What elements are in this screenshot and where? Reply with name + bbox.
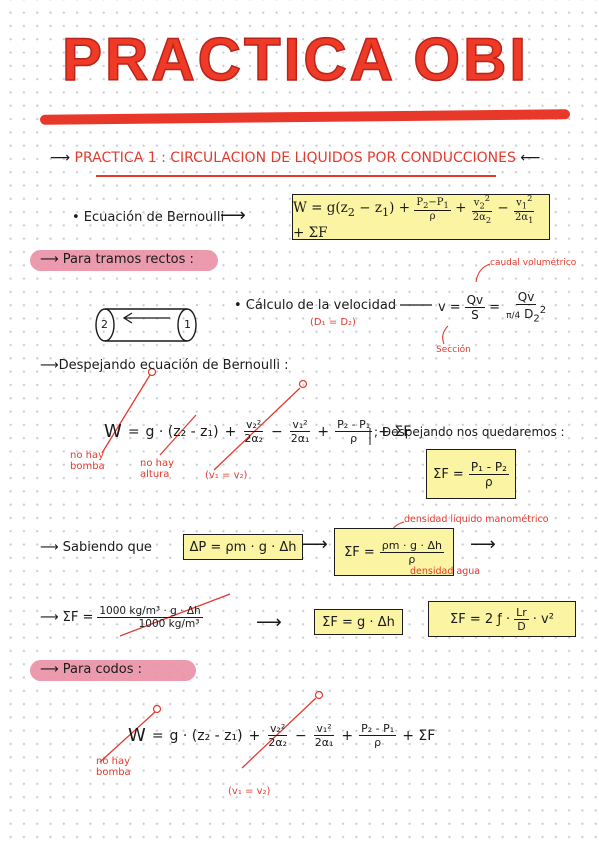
result-box-3: ΣF = g · Δh bbox=[314, 609, 403, 635]
caudal-note: caudal volumétrico bbox=[490, 258, 577, 268]
arrow-right-icon: ⟶ bbox=[256, 612, 282, 633]
arrow-right-icon: ⟶ bbox=[220, 205, 246, 226]
section-highlight bbox=[30, 660, 196, 681]
sabiendo-label: ⟶ Sabiendo que bbox=[40, 540, 152, 555]
despejando-nos: ; Despejando nos quedaremos : bbox=[374, 425, 565, 439]
no-bomba-note: no hay bomba bbox=[70, 450, 105, 472]
no-bomba-note: no hay bomba bbox=[96, 756, 131, 778]
velocity-condition: (D₁ = D₂) bbox=[310, 317, 356, 328]
delta-p-box: ΔP = ρm · g · Δh bbox=[183, 534, 303, 560]
bernoulli-label: • Ecuación de Bernoulli bbox=[72, 210, 225, 225]
velocity-label: • Cálculo de la velocidad bbox=[234, 298, 397, 313]
despejando-heading: ⟶Despejando ecuación de Bernoulli : bbox=[40, 358, 289, 373]
arrow-right-icon: ⟶ bbox=[470, 534, 496, 555]
seccion-note: Sección bbox=[436, 345, 471, 355]
no-altura-note: no hay altura bbox=[140, 458, 175, 480]
arrow-right-icon: ⟶ bbox=[302, 534, 328, 555]
arrow-left-icon: ⟵ bbox=[520, 150, 541, 166]
densidad-liquido-note: densidad líquido manométrico bbox=[404, 514, 549, 525]
section-straight: ⟶ Para tramos rectos : bbox=[40, 252, 194, 267]
densidad-agua-note: densidad agua bbox=[410, 566, 481, 577]
subtitle-underline bbox=[96, 175, 496, 177]
pipe-label-2: 2 bbox=[101, 318, 108, 331]
section-codos: ⟶ Para codos : bbox=[40, 662, 143, 677]
section-highlight bbox=[30, 250, 218, 271]
v1-v2-note: (v₁ = v₂) bbox=[205, 470, 248, 481]
pipe-label-1: 1 bbox=[184, 318, 191, 331]
subtitle-row: ⟶ PRACTICA 1 : CIRCULACION DE LIQUIDOS P… bbox=[50, 150, 540, 166]
page-title: PRACTICA OBI bbox=[61, 26, 530, 93]
arrow-right-icon: ⟶ bbox=[50, 150, 71, 166]
subtitle: PRACTICA 1 : CIRCULACION DE LIQUIDOS POR… bbox=[74, 150, 516, 166]
v1-v2-note: (v₁ = v₂) bbox=[228, 786, 271, 797]
